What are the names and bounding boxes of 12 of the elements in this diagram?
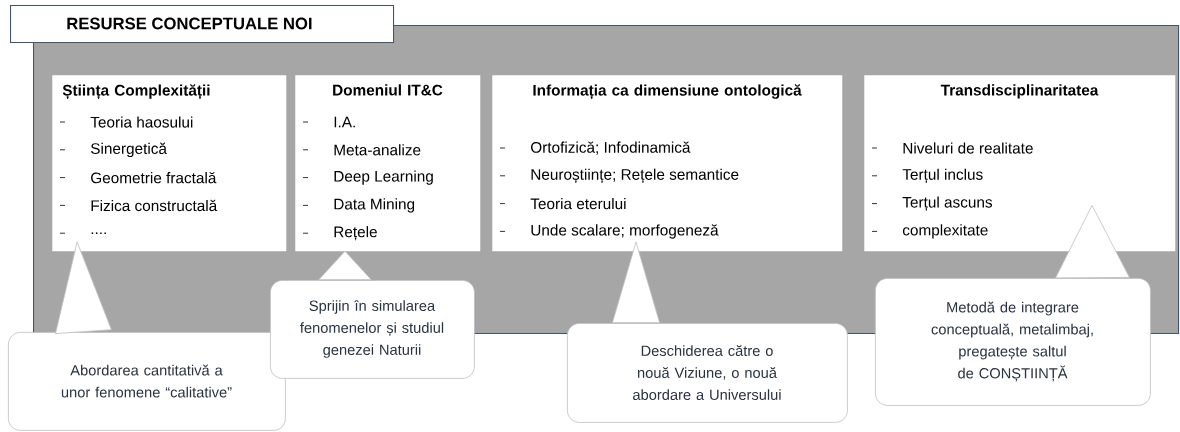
node-label: Abordarea cantitativă a unor fenomene “calitative” <box>61 364 232 398</box>
callout-pointer <box>55 241 112 335</box>
topic-box: Informația ca dimensiune ontologică Ortofizică; Infodinamică Neuroștiințe; Rețele semantice Teoria eterului Unde scalare; morfogeneză <box>492 75 843 252</box>
callout-pointer <box>318 250 372 281</box>
callout-pointer <box>612 241 660 324</box>
node-label: Deschiderea către o nouă Viziune, o nouă abordare a Universului <box>633 345 781 400</box>
topic-box: Știința Complexității Teoria haosului Sinergetică Geometrie fractală Fizica constructală .... <box>52 75 287 252</box>
topic-box: Domeniul IT&C I.A. Meta-analize Deep Learning Data Mining Rețele <box>295 75 481 252</box>
callout-bubble: Deschiderea către o nouă Viziune, o nouă abordare a Universului <box>567 323 848 423</box>
callout-pointer <box>1055 205 1130 279</box>
topic-box: Transdisciplinaritatea Niveluri de realitate Terțul inclus Terțul ascuns complexitate <box>864 75 1176 252</box>
title-tab: RESURSE CONCEPTUALE NOI <box>10 5 395 44</box>
